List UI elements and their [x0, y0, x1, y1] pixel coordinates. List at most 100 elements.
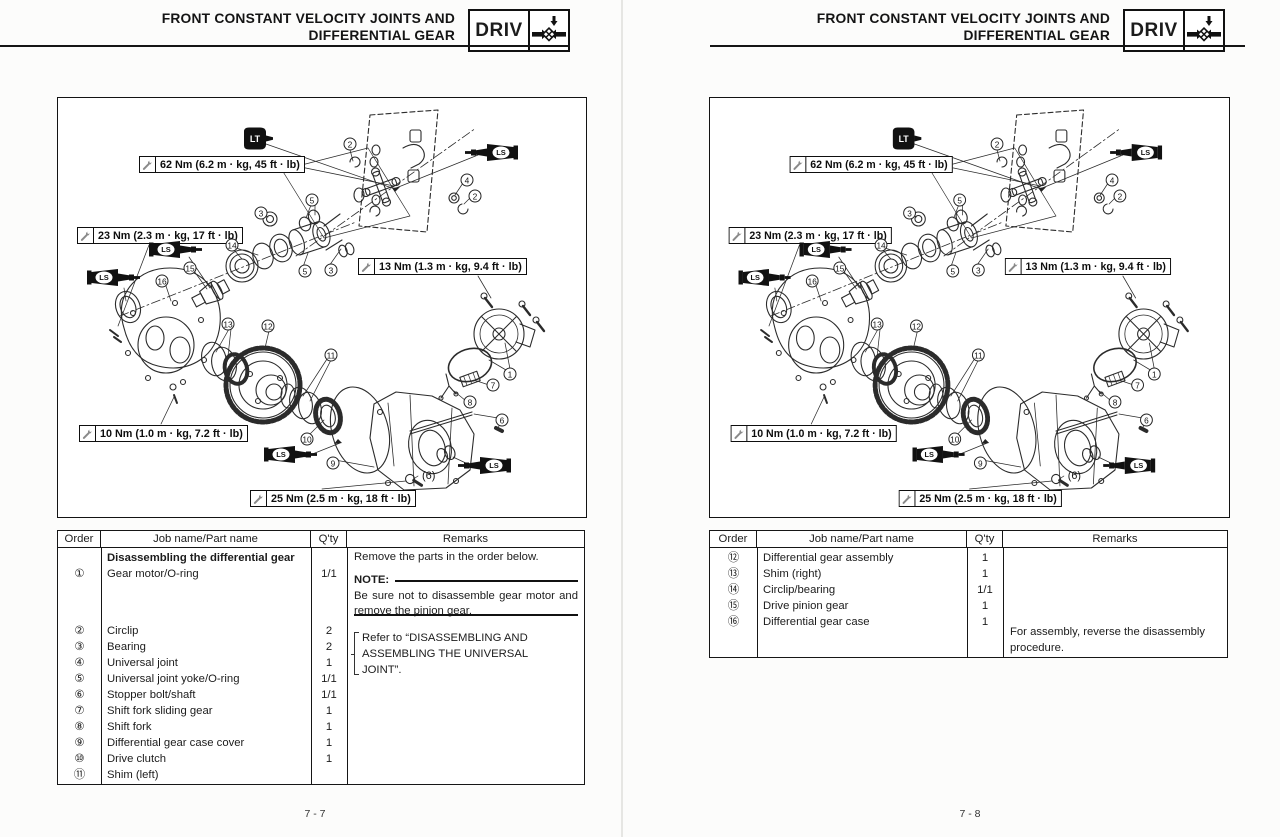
page-number: 7 - 7 [304, 808, 326, 820]
order-cell: ⑧ [74, 721, 85, 733]
qty-cell: 1 [981, 552, 989, 564]
wrench-icon [731, 426, 748, 441]
part-number-badge: 16 [805, 274, 819, 288]
part-number-badge: 11 [324, 348, 338, 362]
part-number-badge: 12 [261, 319, 275, 333]
job-cell: Shim (right) [763, 568, 822, 580]
part-number-badge: 1 [1147, 367, 1161, 381]
part-number-badge: 6 [495, 413, 509, 427]
job-cell: Differential gear case cover [107, 737, 245, 749]
grease-ls-icon: LS [799, 241, 852, 264]
wrench-icon [359, 259, 375, 274]
wrench-icon [790, 157, 807, 172]
qty-cell: 2 [325, 641, 333, 653]
remarks-column: Remove the parts in the order below. NOT… [348, 548, 584, 784]
order-cell: ⑨ [74, 737, 85, 749]
wrench-icon [899, 491, 916, 506]
qty-cell: 2 [325, 625, 333, 637]
svg-text:LS: LS [99, 273, 109, 282]
badge-label: DRIV [470, 11, 530, 50]
part-number-badge: 13 [870, 317, 884, 331]
torque-callout: 13 Nm (1.3 m · kg, 9.4 ft · lb) [1004, 258, 1171, 275]
col-qty: Q'ty [311, 531, 347, 547]
order-cell: ⑤ [74, 673, 85, 685]
job-cell: Drive clutch [107, 753, 167, 765]
torque-callout: 62 Nm (6.2 m · kg, 45 ft · lb) [139, 156, 305, 173]
svg-text:LS: LS [161, 245, 171, 254]
parts-table: Order Job name/Part name Q'ty Remarks Fo… [709, 530, 1228, 658]
qty-cell: 1 [325, 721, 333, 733]
table-header: Order Job name/Part name Q'ty Remarks [58, 531, 584, 548]
header-rule [0, 45, 570, 48]
loctite-icon: LT [240, 127, 274, 156]
job-cell: Bearing [107, 641, 146, 653]
page-number: 7 - 8 [959, 808, 981, 820]
col-job: Job name/Part name [757, 531, 967, 547]
part-number-badge: 16 [155, 274, 169, 288]
qty-cell: 1 [325, 657, 333, 669]
order-cell: ② [74, 625, 85, 637]
qty-cell: 1/1 [321, 673, 337, 685]
part-count-label: (6) [1067, 470, 1082, 482]
svg-text:LS: LS [276, 450, 286, 459]
part-number-badge: 2 [343, 137, 357, 151]
job-cell: Gear motor/O-ring [107, 568, 199, 580]
part-number-badge: 9 [973, 456, 987, 470]
part-number-badge: 13 [221, 317, 235, 331]
job-cell: Drive pinion gear [763, 600, 849, 612]
torque-callout: 23 Nm (2.3 m · kg, 17 ft · lb) [77, 227, 243, 244]
part-number-badge: 3 [254, 206, 268, 220]
exploded-diagram: 62 Nm (6.2 m · kg, 45 ft · lb) 23 Nm (2.3… [57, 97, 587, 518]
part-number-badge: 4 [1105, 173, 1119, 187]
order-cell: ⑩ [74, 753, 85, 765]
part-number-badge: 7 [486, 378, 500, 392]
column-divider [347, 548, 349, 784]
part-number-badge: 14 [874, 238, 888, 252]
part-number-badge: 10 [300, 432, 314, 446]
grease-ls-icon: LS [912, 446, 965, 469]
col-job: Job name/Part name [101, 531, 311, 547]
refer-text: Refer to “DISASSEMBLING AND ASSEMBLING T… [362, 632, 528, 676]
part-number-badge: 6 [1140, 413, 1153, 427]
svg-text:LT: LT [899, 134, 910, 144]
svg-text:LS: LS [496, 148, 506, 157]
col-remarks: Remarks [1092, 533, 1138, 545]
order-cell: ③ [74, 641, 85, 653]
part-number-badge: 5 [305, 193, 319, 207]
page-title: FRONT CONSTANT VELOCITY JOINTS AND DIFFE… [708, 10, 1110, 44]
header-rule [710, 45, 1245, 48]
title-line-2: DIFFERENTIAL GEAR [963, 28, 1110, 43]
page-title: FRONT CONSTANT VELOCITY JOINTS AND DIFFE… [53, 10, 455, 44]
column-divider [1003, 548, 1005, 657]
exploded-diagram: 62 Nm (6.2 m · kg, 45 ft · lb)23 Nm (2.3… [709, 97, 1230, 518]
refer-note: Refer to “DISASSEMBLING AND ASSEMBLING T… [351, 630, 560, 678]
col-order: Order [58, 531, 101, 547]
col-remarks: Remarks [442, 533, 489, 545]
section-badge: DRIV [1123, 9, 1225, 52]
order-cell: ⑫ [727, 552, 740, 564]
grease-ls-icon: LS [738, 269, 792, 292]
note-label: NOTE: [354, 574, 390, 586]
diagram-overlay: 62 Nm (6.2 m · kg, 45 ft · lb) 23 Nm (2.3… [58, 98, 586, 517]
job-cell: Disassembling the differential gear [107, 552, 295, 564]
remarks-intro: Remove the parts in the order below. [354, 551, 539, 563]
loctite-icon: LT [889, 127, 922, 156]
svg-text:LS: LS [751, 273, 760, 282]
part-number-badge: 5 [946, 264, 960, 278]
part-number-badge: 15 [833, 261, 847, 275]
part-number-badge: 3 [324, 263, 338, 277]
job-cell: Shim (left) [107, 769, 159, 781]
part-number-badge: 3 [903, 206, 916, 220]
svg-text:LS: LS [489, 461, 499, 470]
wrench-icon [80, 426, 96, 441]
order-cell: ⑬ [727, 568, 740, 580]
job-cell: Differential gear assembly [763, 552, 894, 564]
torque-callout: 10 Nm (1.0 m · kg, 7.2 ft · lb) [79, 425, 248, 442]
grease-ls-icon: LS [149, 241, 203, 264]
svg-text:LS: LS [925, 450, 934, 459]
column-divider [311, 548, 313, 784]
part-number-badge: 2 [1113, 189, 1127, 203]
column-divider [757, 548, 759, 657]
title-line-2: DIFFERENTIAL GEAR [308, 28, 455, 43]
